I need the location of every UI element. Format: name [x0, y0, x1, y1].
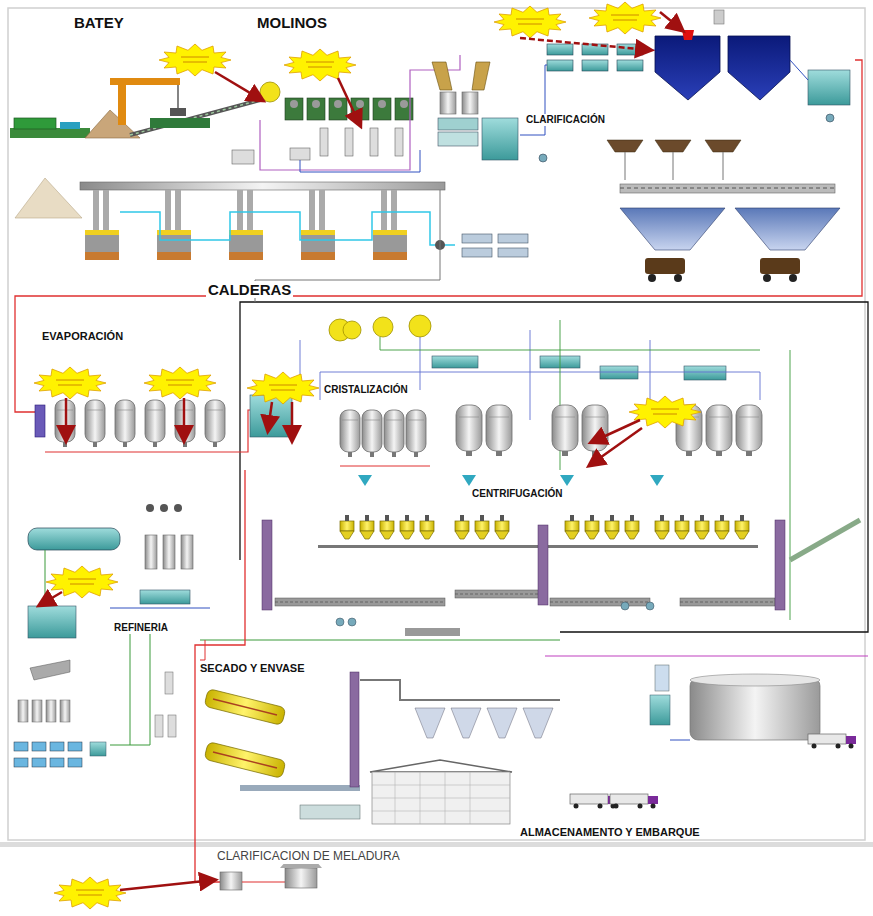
section-label: REFINERIA [112, 622, 170, 634]
section-label: EVAPORACIÓN [40, 330, 125, 343]
section-label: MOLINOS [255, 14, 329, 31]
section-label: BATEY [72, 14, 126, 31]
section-label: CLARIFICACION DE MELADURA [215, 850, 402, 864]
section-label: ALMACENAMENTO Y EMBARQUE [518, 826, 702, 839]
section-label: CENTRIFUGACIÓN [470, 488, 565, 500]
section-label: CLARIFICACIÓN [524, 114, 607, 126]
section-label: CRISTALIZACIÓN [322, 384, 410, 396]
section-label: CALDERAS [206, 281, 293, 298]
section-label: SECADO Y ENVASE [198, 662, 307, 675]
